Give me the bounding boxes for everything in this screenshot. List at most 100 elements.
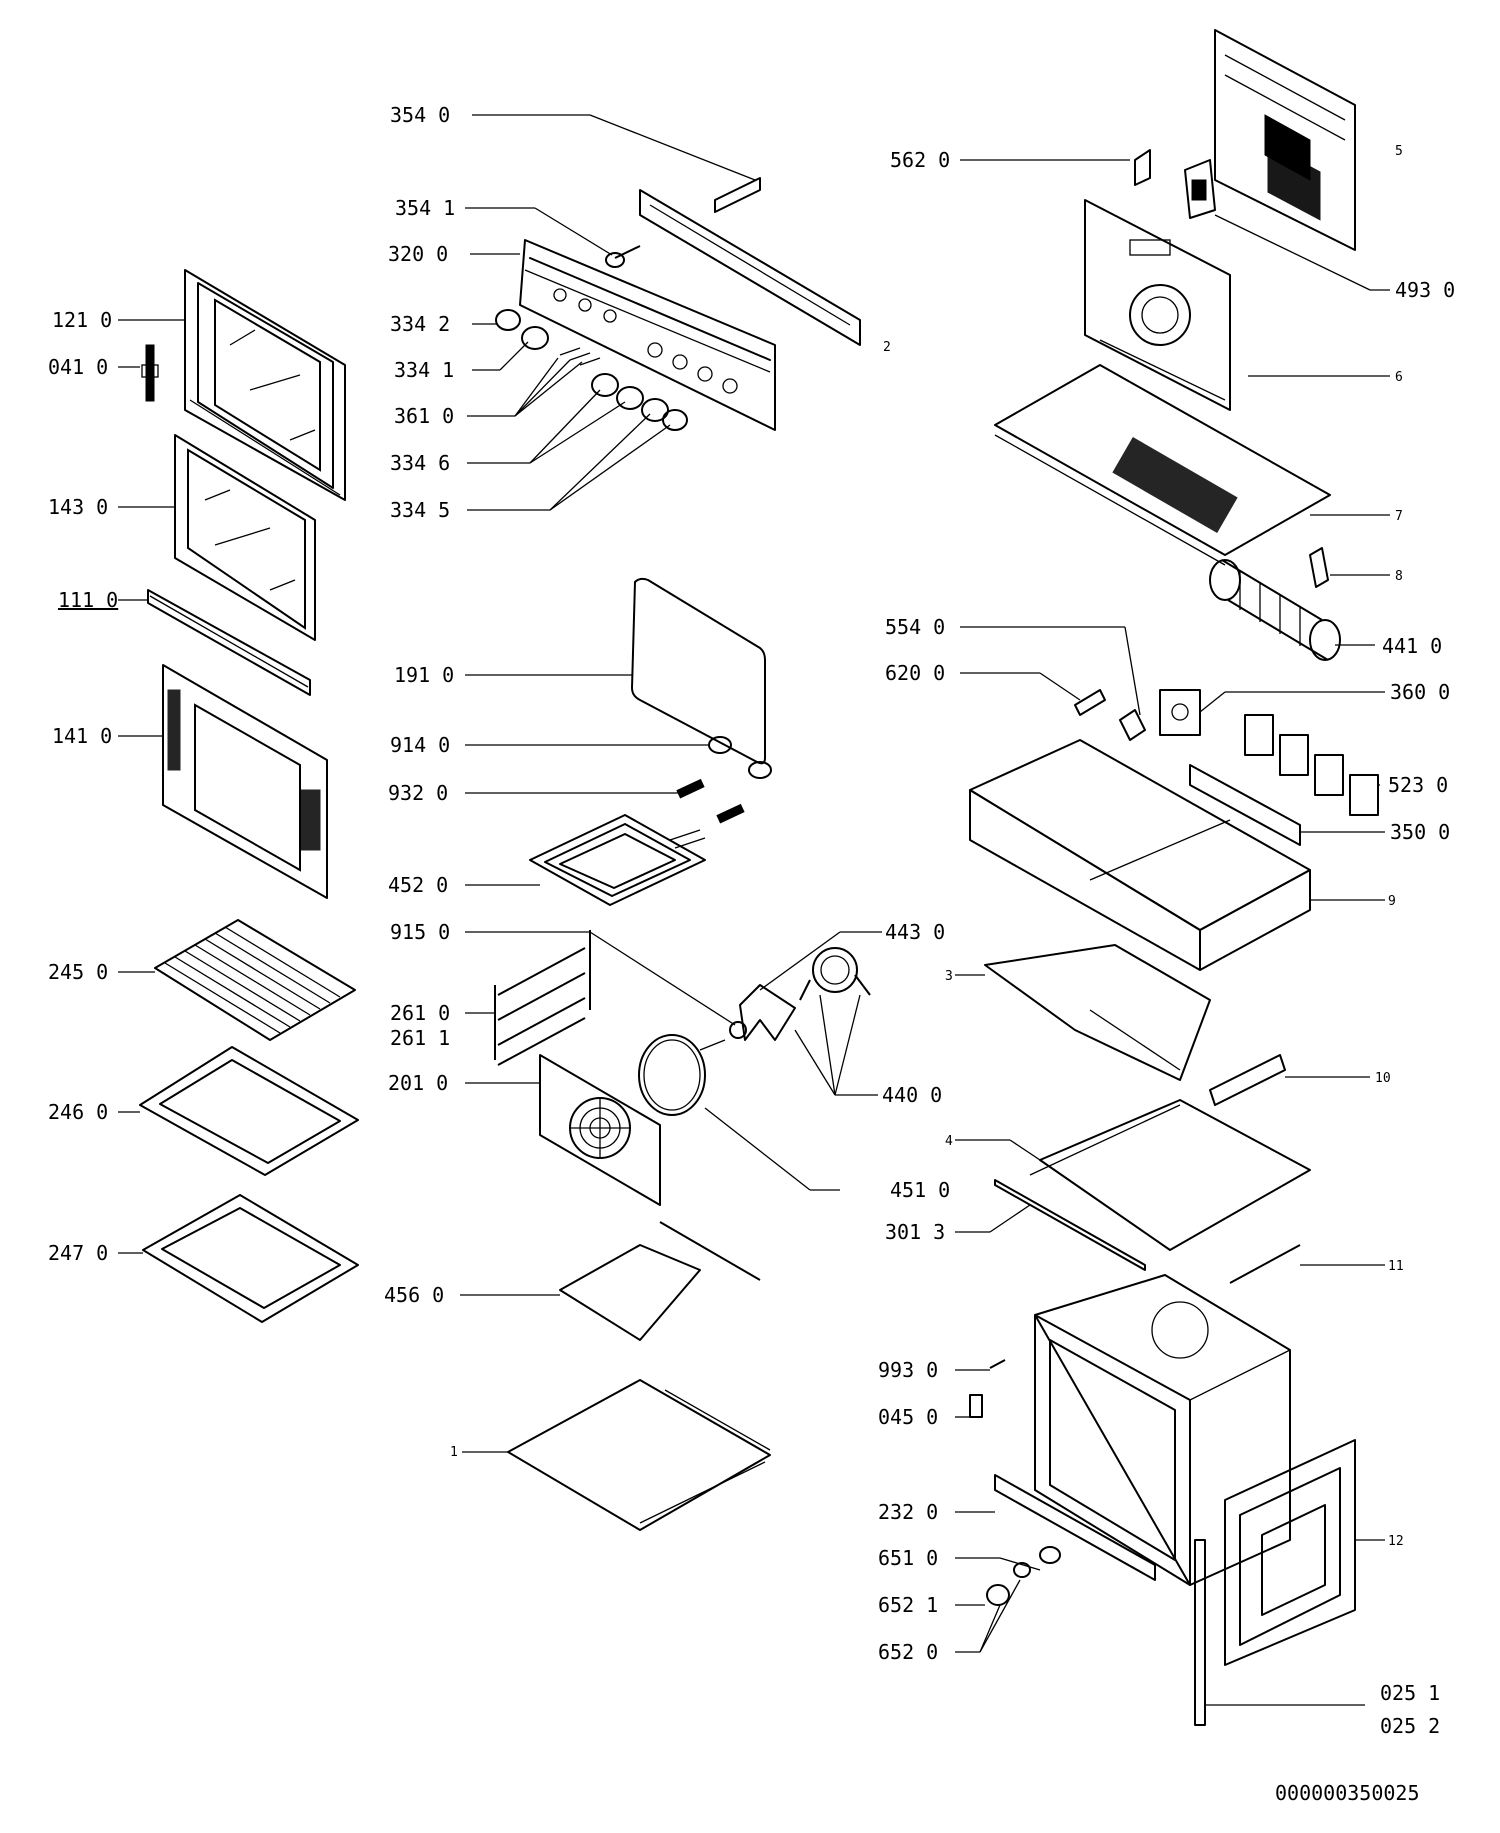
reference-numbers: 1 2 3 4 5 6 7 8 9 10 11 12 [450, 144, 1404, 1549]
label-025-1: 025 1 [1380, 1681, 1440, 1705]
label-041-0: 041 0 [48, 355, 108, 379]
ref-10: 10 [1375, 1071, 1391, 1086]
label-245-0: 245 0 [48, 960, 108, 984]
label-523-0: 523 0 [1388, 773, 1448, 797]
part-thermostat [1184, 159, 1216, 219]
label-360-0: 360 0 [1390, 680, 1450, 704]
label-141-0: 141 0 [52, 724, 112, 748]
part-door-seal [631, 577, 766, 765]
label-452-0: 452 0 [388, 873, 448, 897]
label-914-0: 914 0 [390, 733, 450, 757]
label-932-0: 932 0 [388, 781, 448, 805]
ref-9: 9 [1388, 894, 1396, 909]
callout-labels: 354 0 354 1 320 0 334 2 334 1 361 0 334 … [48, 103, 1455, 1738]
part-top-cover-7 [994, 364, 1331, 566]
label-451-0: 451 0 [890, 1178, 950, 1202]
label-554-0: 554 0 [885, 615, 945, 639]
leader-lines [118, 114, 1390, 1706]
part-inner-door-glass [174, 434, 316, 641]
label-191-0: 191 0 [394, 663, 454, 687]
label-652-0: 652 0 [878, 1640, 938, 1664]
ref-5: 5 [1395, 144, 1403, 159]
part-bracket-8 [1309, 547, 1329, 588]
label-143-0: 143 0 [48, 495, 108, 519]
label-201-0: 201 0 [388, 1071, 448, 1095]
ref-6: 6 [1395, 370, 1403, 385]
part-side-panel-12 [1224, 1439, 1356, 1666]
part-back-panel-5 [1214, 29, 1356, 251]
part-lamp [986, 1546, 1061, 1606]
part-drip-pan [142, 1194, 359, 1323]
label-652-1: 652 1 [878, 1593, 938, 1617]
part-rear-fan-cover [539, 1054, 661, 1206]
label-301-3: 301 3 [885, 1220, 945, 1244]
part-hinge [141, 344, 159, 402]
part-fittings [676, 736, 772, 824]
diagram-code: 000000350025 [1275, 1781, 1420, 1805]
label-247-0: 247 0 [48, 1241, 108, 1265]
label-456-0: 456 0 [384, 1283, 444, 1307]
ref-8: 8 [1395, 569, 1403, 584]
label-121-0: 121 0 [52, 308, 112, 332]
label-261-1: 261 1 [390, 1026, 450, 1050]
part-hinge-rod [1194, 1539, 1206, 1726]
part-selector-switch [1159, 689, 1201, 736]
ref-3: 3 [945, 969, 953, 984]
part-wire-shelf [154, 919, 356, 1041]
part-fan-motor [729, 947, 871, 1041]
label-354-1: 354 1 [395, 196, 455, 220]
label-111-0: 111 0 [58, 588, 118, 612]
part-screws [969, 1359, 1006, 1418]
label-261-0: 261 0 [390, 1001, 450, 1025]
part-side-rack [494, 930, 591, 1066]
part-rod-11 [1229, 1244, 1301, 1284]
label-493-0: 493 0 [1395, 278, 1455, 302]
part-rotisserie [559, 1221, 761, 1341]
label-350-0: 350 0 [1390, 820, 1450, 844]
part-outer-glass-panel [162, 664, 328, 899]
part-base-plate-4 [994, 1099, 1311, 1271]
part-rear-housing-6 [1084, 199, 1231, 411]
label-440-0: 440 0 [882, 1083, 942, 1107]
part-heating-element [529, 814, 706, 906]
part-oven-cavity [1034, 1274, 1291, 1586]
label-334-1: 334 1 [394, 358, 454, 382]
part-knobs [495, 309, 688, 431]
label-620-0: 620 0 [885, 661, 945, 685]
ref-1: 1 [450, 1445, 458, 1460]
part-door-bar [147, 589, 311, 696]
part-chassis-tray-9 [969, 739, 1311, 971]
part-cooling-fan [1209, 559, 1341, 661]
part-mid-plate-3 [984, 944, 1211, 1081]
label-915-0: 915 0 [390, 920, 450, 944]
part-bottom-plate [507, 1379, 771, 1531]
label-354-0: 354 0 [390, 103, 450, 127]
label-651-0: 651 0 [878, 1546, 938, 1570]
label-562-0: 562 0 [890, 148, 950, 172]
ref-12: 12 [1388, 1534, 1404, 1549]
part-switch-and-terminal [1074, 689, 1146, 741]
part-baking-tray [139, 1046, 359, 1176]
ref-7: 7 [1395, 509, 1403, 524]
part-clip [1134, 149, 1151, 186]
part-ring-element [638, 1034, 726, 1116]
ref-4: 4 [945, 1134, 953, 1149]
ref-11: 11 [1388, 1259, 1404, 1274]
label-334-2: 334 2 [390, 312, 450, 336]
label-246-0: 246 0 [48, 1100, 108, 1124]
label-441-0: 441 0 [1382, 634, 1442, 658]
ref-2: 2 [883, 340, 891, 355]
label-361-0: 361 0 [394, 404, 454, 428]
part-relay-block [1189, 714, 1379, 846]
label-334-5: 334 5 [390, 498, 450, 522]
part-bottom-rail [994, 1474, 1156, 1581]
label-334-6: 334 6 [390, 451, 450, 475]
label-320-0: 320 0 [388, 242, 448, 266]
label-045-0: 045 0 [878, 1405, 938, 1429]
label-993-0: 993 0 [878, 1358, 938, 1382]
part-control-panel [519, 239, 776, 431]
label-232-0: 232 0 [878, 1500, 938, 1524]
part-door-outer-frame [184, 269, 346, 501]
part-small-pin [605, 245, 641, 268]
